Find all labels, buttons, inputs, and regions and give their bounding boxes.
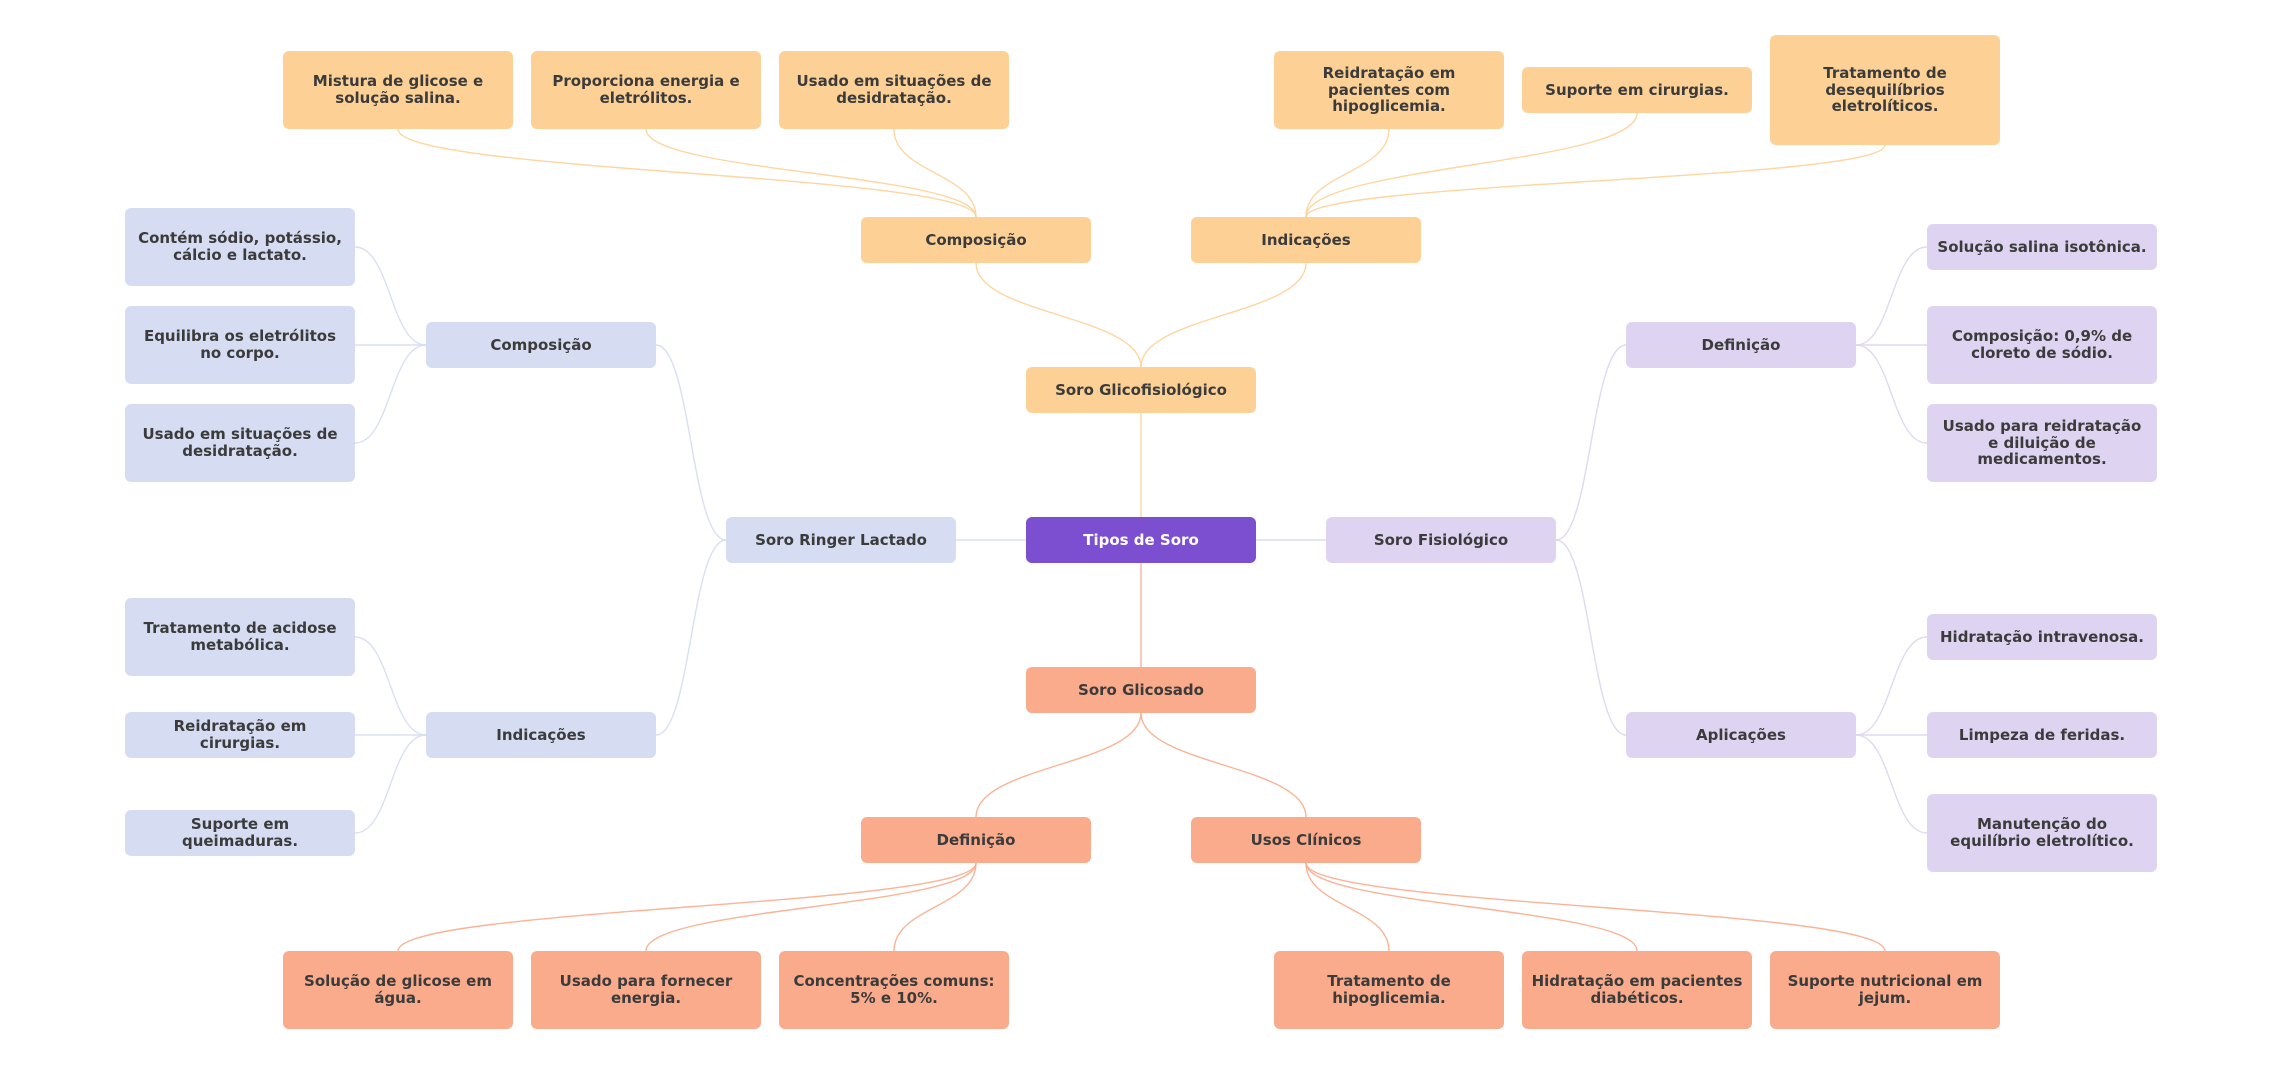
fisiologico-definicao-item-2[interactable]: Composição: 0,9% de cloreto de sódio. (1927, 306, 2157, 384)
glicosado-usos-item-3[interactable]: Suporte nutricional em jejum. (1770, 951, 2000, 1029)
connector-glicosado-definicao-node-glicosado-definicao-item-1 (397, 862, 977, 952)
connector-ringer-composicao-node-ringer-composicao-item-3 (354, 344, 427, 444)
connector-glicofisiologico-node-glicofisiologico-indicacoes-node (1140, 262, 1307, 368)
connector-glicosado-usos-node-glicosado-usos-item-3 (1305, 862, 1886, 952)
connector-glicosado-definicao-node-glicosado-definicao-item-3 (893, 862, 977, 952)
fisiologico-aplicacoes-item-3[interactable]: Manutenção do equilíbrio eletrolítico. (1927, 794, 2157, 872)
fisiologico-definicao-item-1[interactable]: Solução salina isotônica. (1927, 224, 2157, 270)
ringer-composicao-item-3[interactable]: Usado em situações de desidratação. (125, 404, 355, 482)
fisiologico-aplicacoes-item-1[interactable]: Hidratação intravenosa. (1927, 614, 2157, 660)
connector-glicofisiologico-composicao-node-glicofisiologico-composicao-item-2 (645, 128, 977, 218)
glicofisiologico-indicacoes-item-2[interactable]: Suporte em cirurgias. (1522, 67, 1752, 113)
connector-ringer-node-ringer-composicao-node (655, 344, 727, 541)
fisiologico-node[interactable]: Soro Fisiológico (1326, 517, 1556, 563)
connector-glicofisiologico-indicacoes-node-glicofisiologico-indicacoes-item-3 (1305, 144, 1886, 218)
connector-ringer-composicao-node-ringer-composicao-item-1 (354, 246, 427, 346)
connector-glicofisiologico-indicacoes-node-glicofisiologico-indicacoes-item-1 (1305, 128, 1390, 218)
glicosado-usos-node[interactable]: Usos Clínicos (1191, 817, 1421, 863)
connector-fisiologico-definicao-node-fisiologico-definicao-item-3 (1855, 344, 1928, 444)
connector-ringer-indicacoes-node-ringer-indicacoes-item-1 (354, 636, 427, 736)
connector-glicosado-definicao-node-glicosado-definicao-item-2 (645, 862, 977, 952)
glicofisiologico-composicao-item-1[interactable]: Mistura de glicose e solução salina. (283, 51, 513, 129)
connector-fisiologico-definicao-node-fisiologico-definicao-item-1 (1855, 246, 1928, 346)
glicosado-definicao-item-2[interactable]: Usado para fornecer energia. (531, 951, 761, 1029)
connector-fisiologico-node-fisiologico-definicao-node (1555, 344, 1627, 541)
ringer-composicao-node[interactable]: Composição (426, 322, 656, 368)
glicosado-usos-item-1[interactable]: Tratamento de hipoglicemia. (1274, 951, 1504, 1029)
glicofisiologico-indicacoes-item-3[interactable]: Tratamento de desequilíbrios eletrolític… (1770, 35, 2000, 145)
connector-fisiologico-aplicacoes-node-fisiologico-aplicacoes-item-1 (1855, 636, 1928, 736)
glicofisiologico-indicacoes-node[interactable]: Indicações (1191, 217, 1421, 263)
connector-glicofisiologico-node-glicofisiologico-composicao-node (975, 262, 1142, 368)
glicosado-node[interactable]: Soro Glicosado (1026, 667, 1256, 713)
ringer-indicacoes-item-3[interactable]: Suporte em queimaduras. (125, 810, 355, 856)
glicosado-definicao-item-1[interactable]: Solução de glicose em água. (283, 951, 513, 1029)
glicofisiologico-composicao-item-2[interactable]: Proporciona energia e eletrólitos. (531, 51, 761, 129)
glicofisiologico-composicao-node[interactable]: Composição (861, 217, 1091, 263)
connector-ringer-node-ringer-indicacoes-node (655, 539, 727, 736)
connector-glicofisiologico-composicao-node-glicofisiologico-composicao-item-3 (893, 128, 977, 218)
connector-glicosado-node-glicosado-definicao-node (975, 712, 1142, 818)
ringer-indicacoes-item-2[interactable]: Reidratação em cirurgias. (125, 712, 355, 758)
fisiologico-aplicacoes-node[interactable]: Aplicações (1626, 712, 1856, 758)
connector-fisiologico-node-fisiologico-aplicacoes-node (1555, 539, 1627, 736)
root-node[interactable]: Tipos de Soro (1026, 517, 1256, 563)
ringer-indicacoes-item-1[interactable]: Tratamento de acidose metabólica. (125, 598, 355, 676)
connector-glicosado-usos-node-glicosado-usos-item-2 (1305, 862, 1638, 952)
ringer-indicacoes-node[interactable]: Indicações (426, 712, 656, 758)
fisiologico-definicao-item-3[interactable]: Usado para reidratação e diluição de med… (1927, 404, 2157, 482)
connector-glicosado-usos-node-glicosado-usos-item-1 (1305, 862, 1390, 952)
glicosado-definicao-node[interactable]: Definição (861, 817, 1091, 863)
glicosado-usos-item-2[interactable]: Hidratação em pacientes diabéticos. (1522, 951, 1752, 1029)
fisiologico-aplicacoes-item-2[interactable]: Limpeza de feridas. (1927, 712, 2157, 758)
fisiologico-definicao-node[interactable]: Definição (1626, 322, 1856, 368)
ringer-node[interactable]: Soro Ringer Lactado (726, 517, 956, 563)
connector-glicofisiologico-composicao-node-glicofisiologico-composicao-item-1 (397, 128, 977, 218)
ringer-composicao-item-1[interactable]: Contém sódio, potássio, cálcio e lactato… (125, 208, 355, 286)
connector-fisiologico-aplicacoes-node-fisiologico-aplicacoes-item-3 (1855, 734, 1928, 834)
glicofisiologico-composicao-item-3[interactable]: Usado em situações de desidratação. (779, 51, 1009, 129)
ringer-composicao-item-2[interactable]: Equilibra os eletrólitos no corpo. (125, 306, 355, 384)
glicosado-definicao-item-3[interactable]: Concentrações comuns: 5% e 10%. (779, 951, 1009, 1029)
glicofisiologico-node[interactable]: Soro Glicofisiológico (1026, 367, 1256, 413)
glicofisiologico-indicacoes-item-1[interactable]: Reidratação em pacientes com hipoglicemi… (1274, 51, 1504, 129)
connector-ringer-indicacoes-node-ringer-indicacoes-item-3 (354, 734, 427, 834)
connector-glicosado-node-glicosado-usos-node (1140, 712, 1307, 818)
